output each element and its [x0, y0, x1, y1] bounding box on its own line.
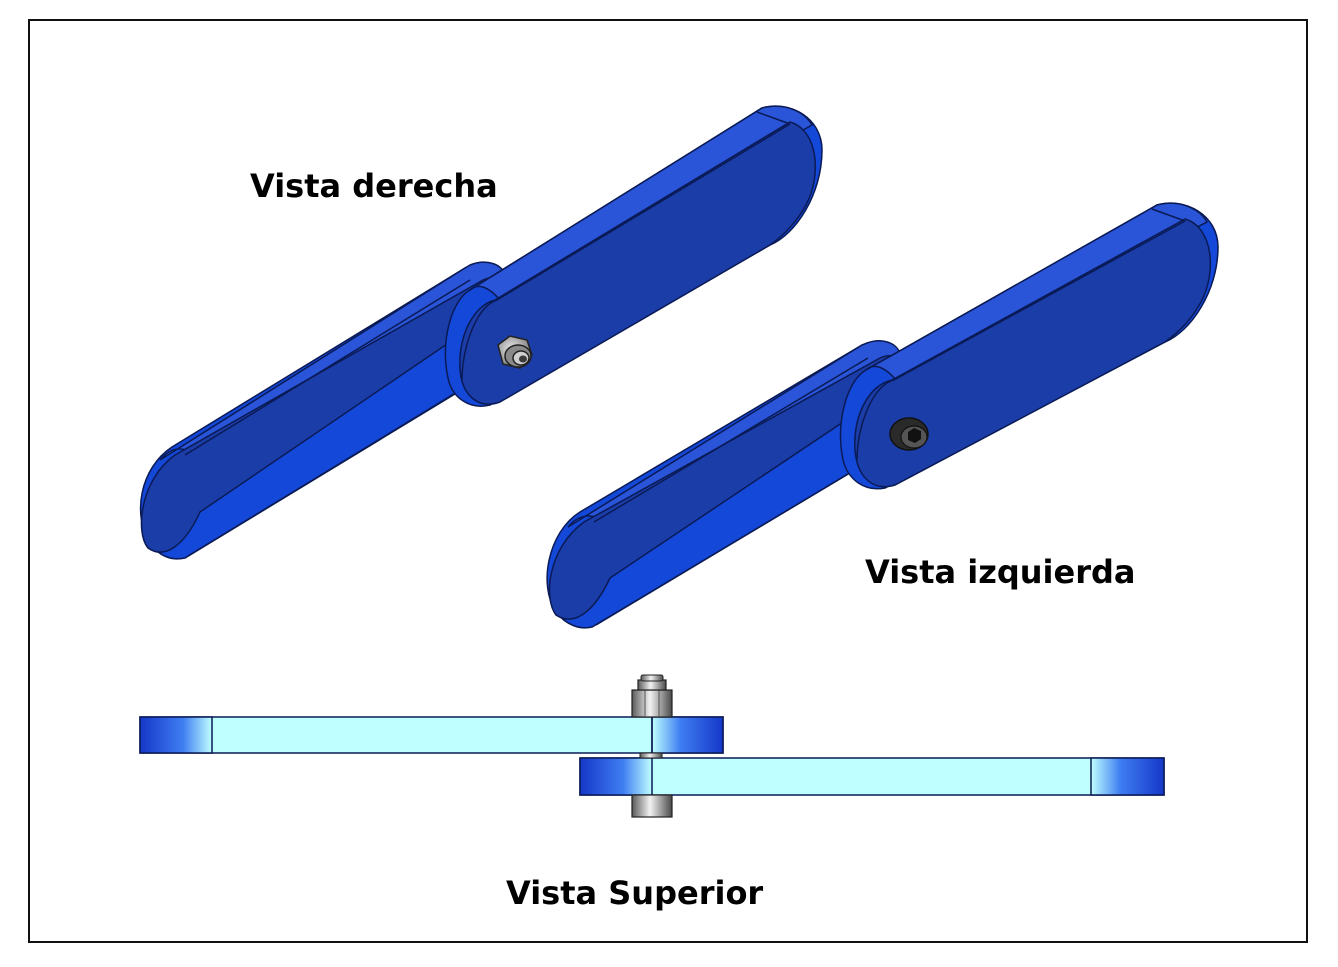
top-view-assembly [139, 674, 1165, 818]
right-view-upper-link [444, 105, 823, 407]
top-view-lower-bar [579, 757, 1165, 796]
left-view-label: Vista izquierda [865, 553, 1136, 591]
top-view-label: Vista Superior [506, 874, 764, 912]
hex-nut-icon [497, 335, 533, 369]
right-view-label: Vista derecha [250, 167, 498, 205]
top-view-upper-bar [139, 716, 724, 754]
diagram-frame [28, 19, 1308, 943]
bolt-shaft [639, 752, 663, 759]
top-view-bolt-head [631, 794, 673, 818]
socket-bolt-head-icon [889, 417, 929, 451]
right-view-assembly [139, 105, 823, 560]
left-view-upper-link [839, 202, 1219, 490]
left-view-assembly [546, 202, 1219, 629]
right-view-lower-link [139, 261, 506, 560]
top-view-nut [631, 674, 673, 718]
left-view-lower-link [546, 340, 903, 629]
